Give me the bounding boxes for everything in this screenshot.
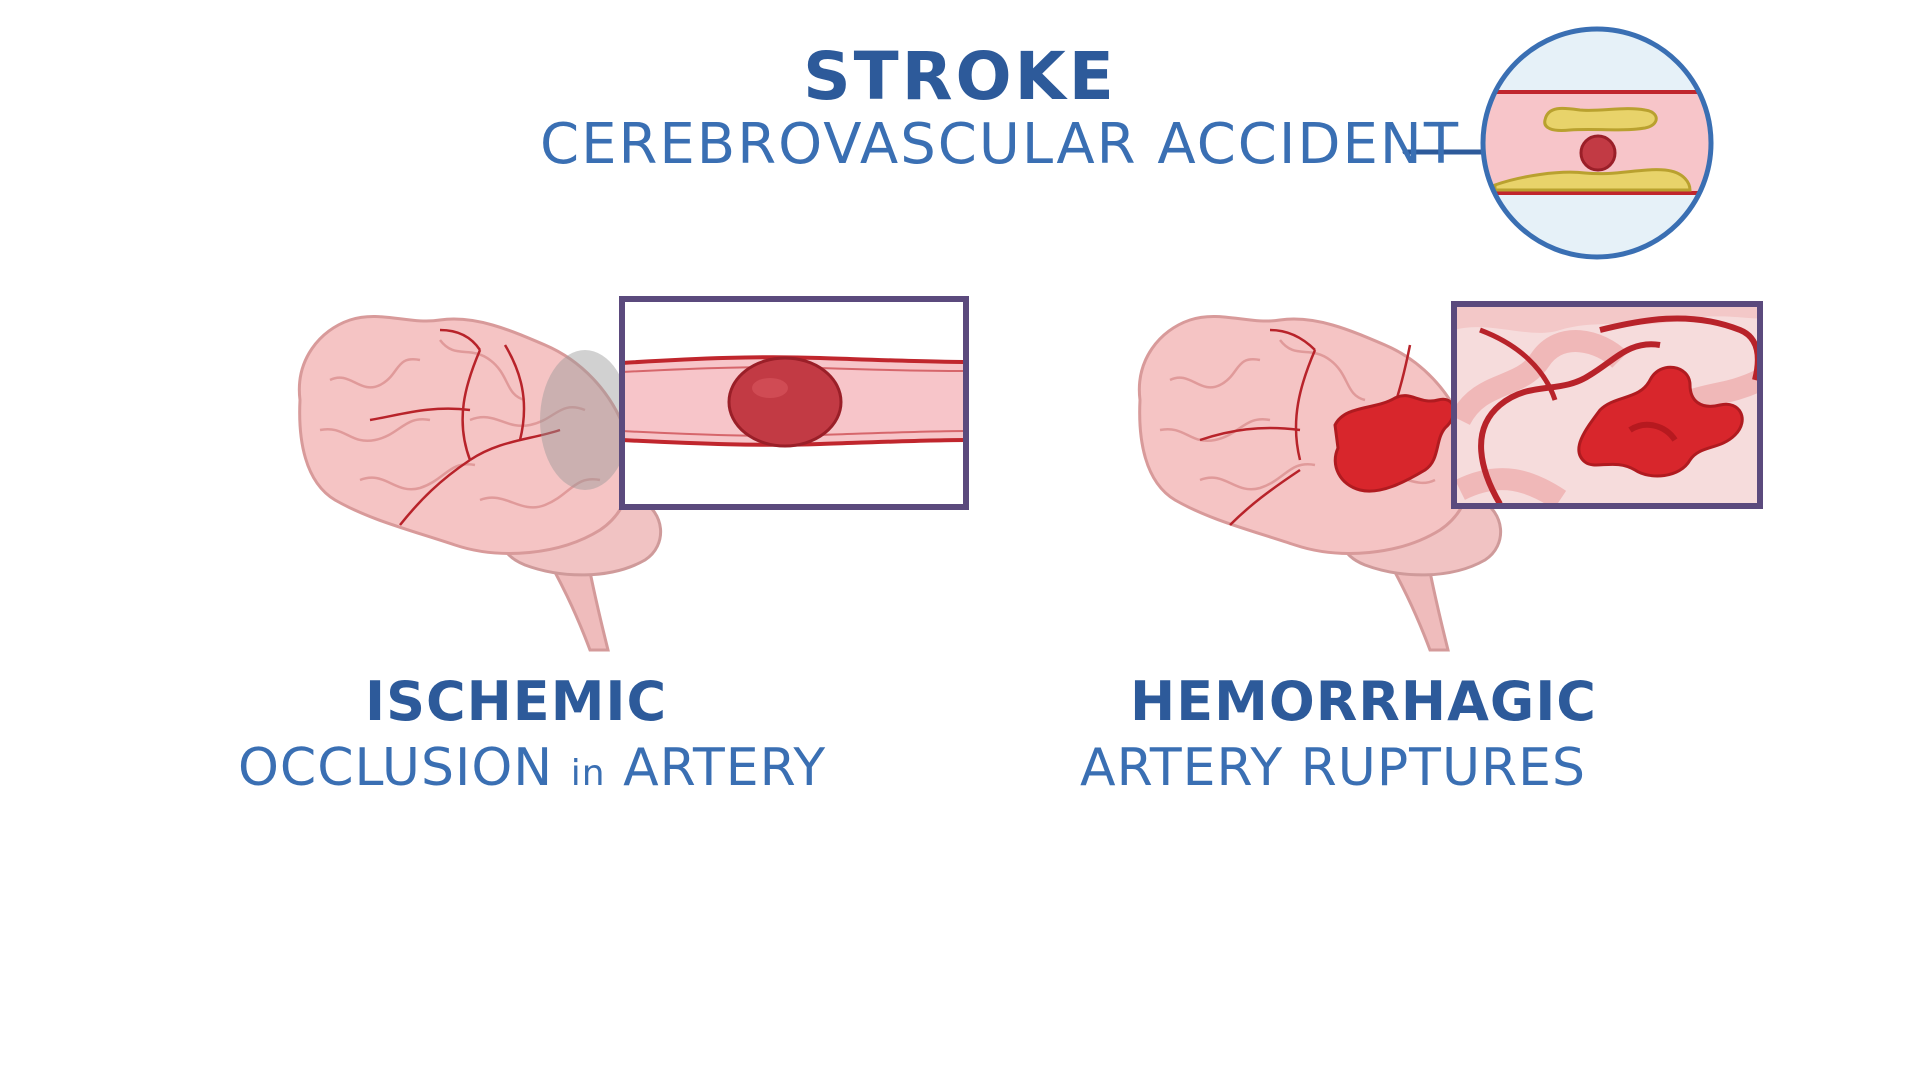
- clot-icon: [727, 356, 843, 448]
- upper-plaque: [1543, 106, 1658, 132]
- page-title: STROKE: [803, 38, 1117, 115]
- cerebral-arteries: [1199, 328, 1412, 526]
- ischemic-desc-in: in: [570, 753, 606, 794]
- hemorrhagic-description: ARTERY RUPTURES: [1080, 738, 1587, 798]
- bleed-area: [1333, 394, 1456, 493]
- ischemic-area: [540, 350, 630, 490]
- artery-plaque-inset: [1480, 26, 1714, 260]
- ischemic-title: ISCHEMIC: [365, 670, 668, 733]
- page-subtitle: CEREBROVASCULAR ACCIDENT: [540, 112, 1461, 177]
- rupture-zoom-box: [1451, 301, 1763, 509]
- blood-spill: [1577, 365, 1744, 478]
- ischemic-desc-post: ARTERY: [623, 738, 827, 798]
- occlusion-zoom-box: [619, 296, 969, 510]
- hemorrhagic-title: HEMORRHAGIC: [1130, 670, 1597, 733]
- ischemic-desc-pre: OCCLUSION: [238, 738, 554, 798]
- cerebral-arteries: [369, 328, 561, 526]
- lower-plaque: [1493, 168, 1692, 192]
- clot-icon: [1579, 134, 1617, 172]
- ischemic-description: OCCLUSION in ARTERY: [238, 738, 826, 798]
- ischemic-brain-illustration: [297, 315, 662, 652]
- hemorrhagic-brain-illustration: [1137, 315, 1502, 652]
